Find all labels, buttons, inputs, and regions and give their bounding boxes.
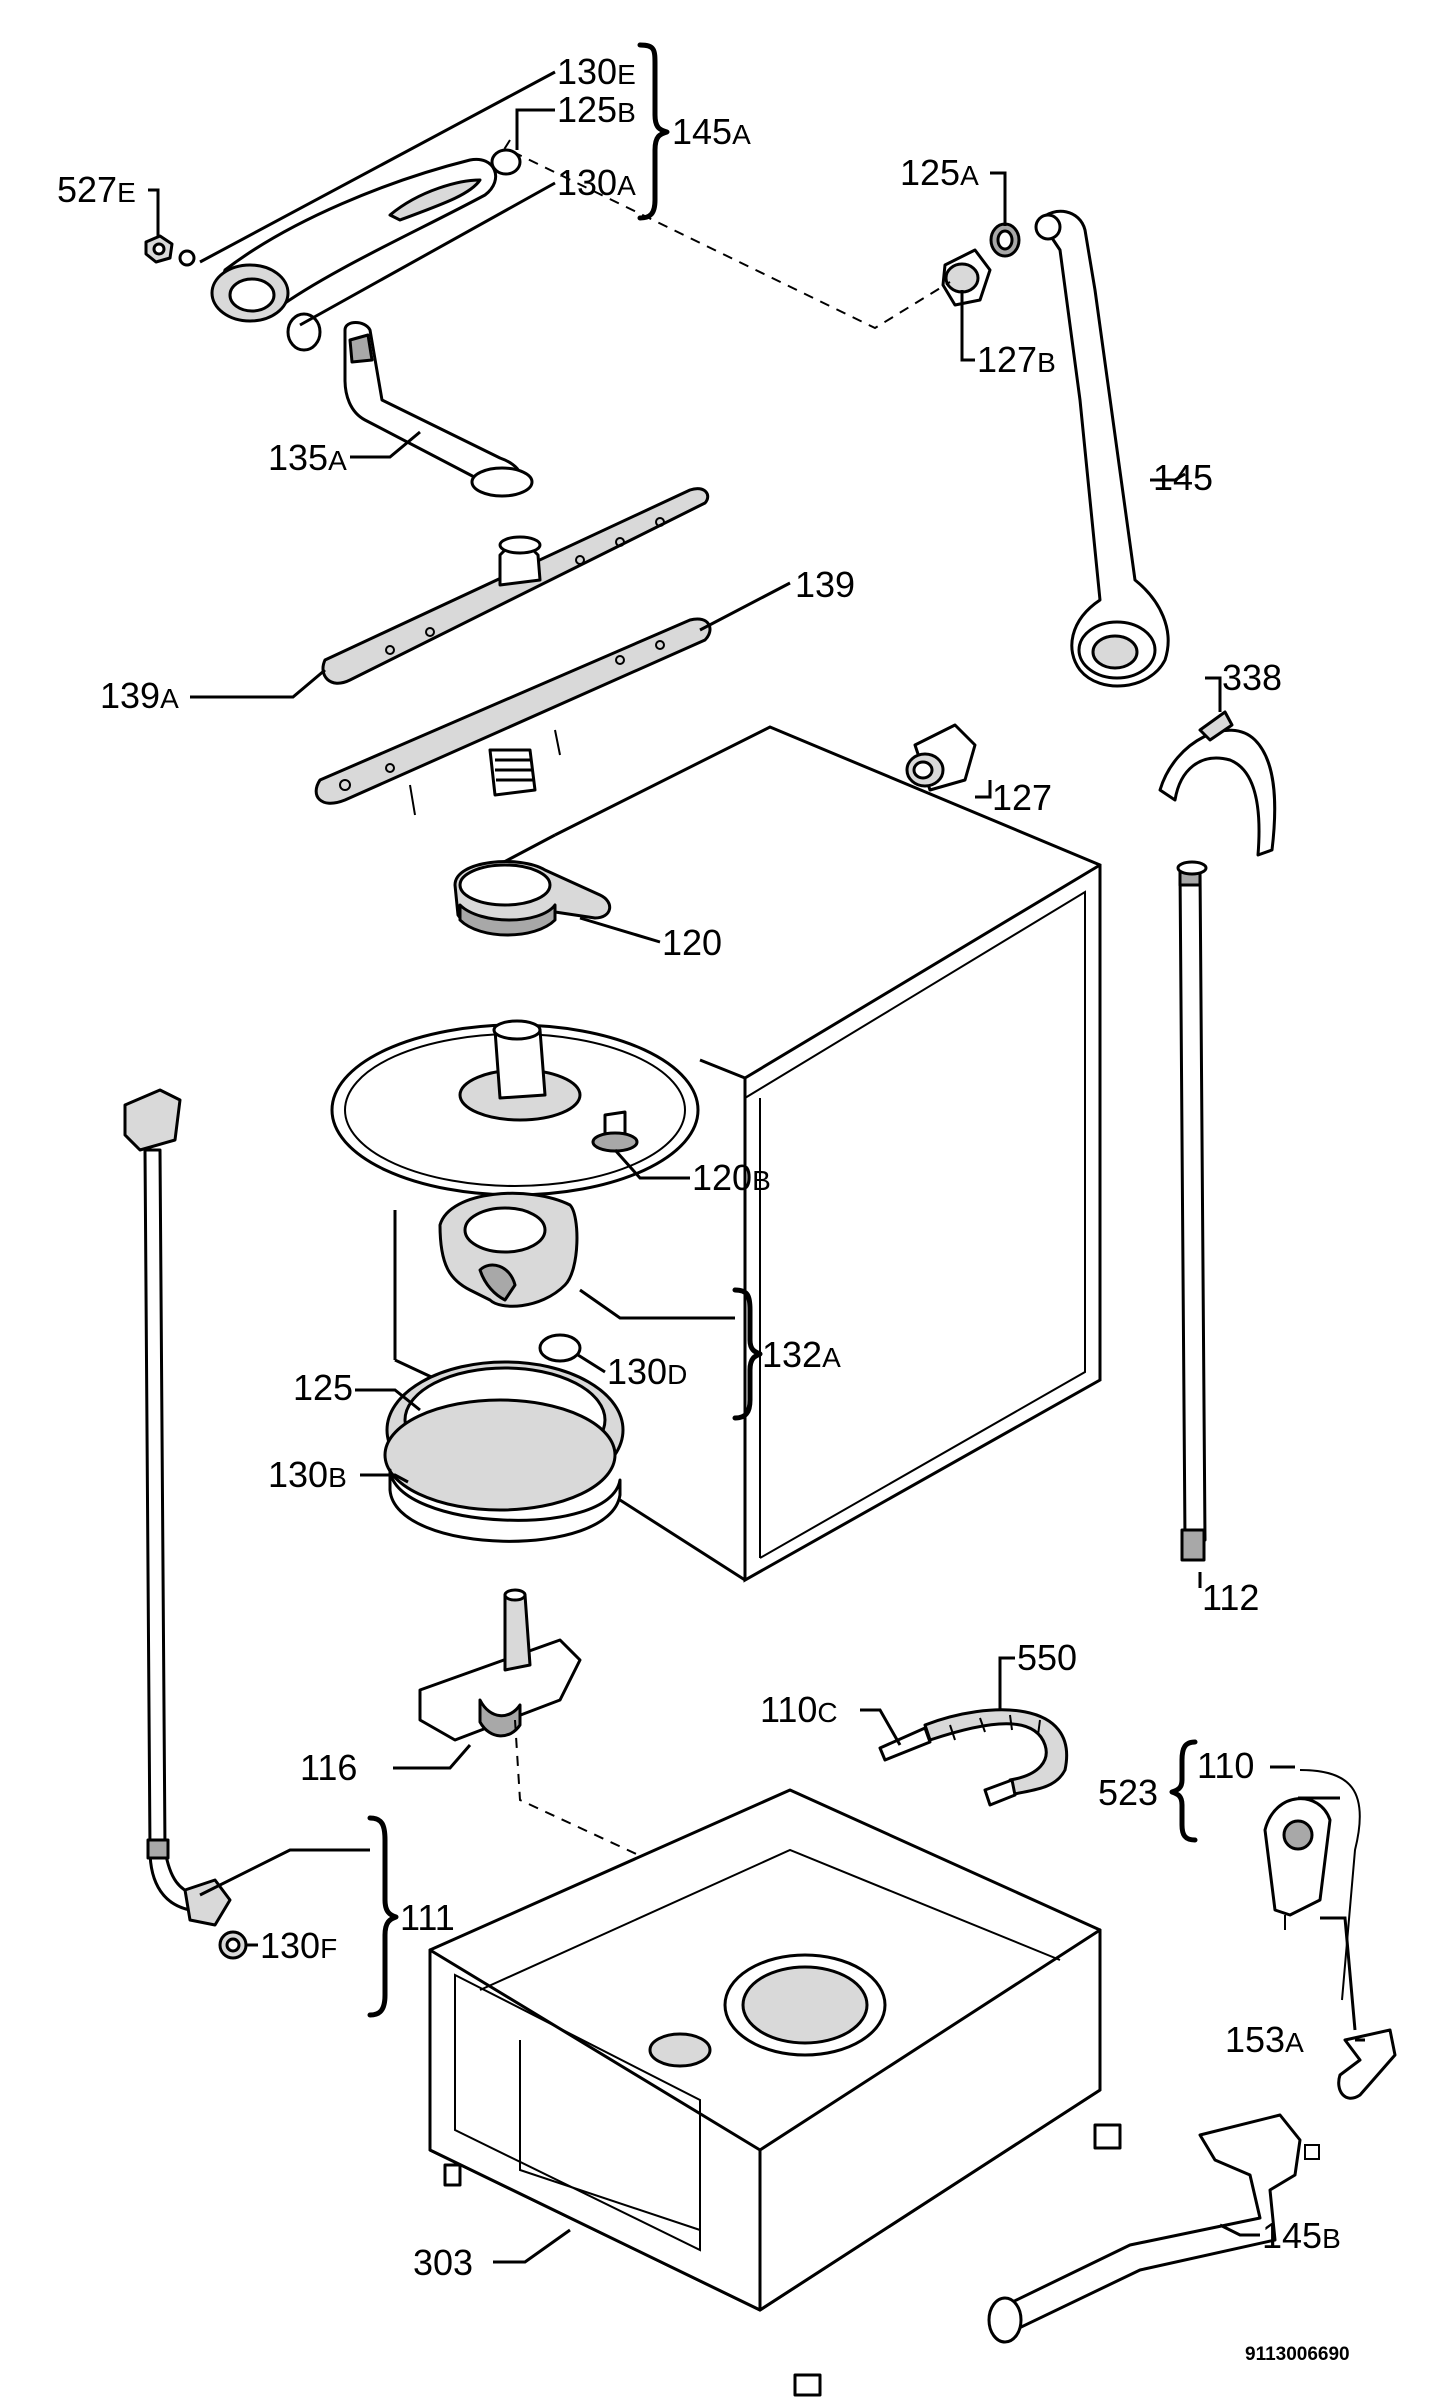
- label-116: 116: [300, 1747, 357, 1788]
- filter-plate-120b: [330, 1019, 700, 1197]
- seal-130b: [388, 1468, 622, 1543]
- tube-153a: [1337, 2028, 1397, 2100]
- filter-120: [453, 860, 611, 937]
- seal-130d: [538, 1333, 582, 1363]
- label-125b: 125B: [557, 89, 636, 130]
- label-125a: 125A: [900, 152, 979, 193]
- base-frame-303: [428, 1788, 1122, 2397]
- label-145a: 145A: [672, 111, 751, 152]
- label-338: 338: [1222, 657, 1282, 698]
- label-127b: 127B: [977, 339, 1056, 380]
- label-145: 145: [1153, 457, 1213, 498]
- clip-338: [1158, 710, 1277, 857]
- label-132a: 132A: [762, 1334, 841, 1375]
- document-number: 9113006690: [1245, 2344, 1350, 2365]
- label-120: 120: [662, 922, 722, 963]
- switch-523: [1263, 1769, 1361, 2001]
- label-125: 125: [293, 1367, 353, 1408]
- label-550: 550: [1017, 1637, 1077, 1678]
- hose-550: [923, 1708, 1069, 1797]
- label-111: 111: [400, 1897, 455, 1938]
- supply-pipe-145: [1034, 209, 1170, 688]
- label-139: 139: [795, 564, 855, 605]
- sensor-110c: [878, 1726, 932, 1762]
- hose-111: [123, 1088, 232, 1927]
- label-127: 127: [992, 777, 1052, 818]
- label-130d: 130D: [607, 1351, 687, 1392]
- label-527e: 527E: [57, 169, 136, 210]
- housing-132a: [438, 1191, 579, 1308]
- label-120b: 120B: [692, 1157, 771, 1198]
- label-130e: 130E: [557, 51, 636, 92]
- bracket-116: [418, 1588, 582, 1742]
- assembly-line-upper: [503, 139, 951, 330]
- hose-112: [1176, 860, 1208, 1562]
- leader-lines: [148, 70, 1365, 2264]
- connector-127b: [941, 248, 992, 307]
- label-110: 110: [1197, 1745, 1254, 1786]
- tube-145b: [987, 2113, 1320, 2344]
- ring-125a: [989, 222, 1021, 258]
- spray-arm-139a: [321, 487, 710, 685]
- label-110c: 110C: [760, 1689, 838, 1730]
- label-130a: 130A: [557, 162, 636, 203]
- group-braces: [367, 42, 1198, 2018]
- upper-spray-arm-145a: [178, 148, 522, 352]
- pipe-135a: [343, 321, 534, 498]
- part-labels: 130E 125B 145A 130A 527E 125A 127B 135A …: [57, 51, 1350, 2365]
- label-130b: 130B: [268, 1454, 347, 1495]
- label-145b: 145B: [1262, 2215, 1341, 2256]
- label-303: 303: [413, 2242, 473, 2283]
- ring-125: [383, 1360, 625, 1512]
- sensor-tip-110c: [983, 1778, 1017, 1807]
- label-139a: 139A: [100, 675, 179, 716]
- label-112: 112: [1202, 1577, 1259, 1618]
- nut-527e: [144, 234, 174, 264]
- spray-arm-139: [314, 617, 712, 816]
- label-523: 523: [1098, 1772, 1158, 1813]
- seal-130f: [218, 1930, 248, 1960]
- label-153a: 153A: [1225, 2019, 1304, 2060]
- label-130f: 130F: [260, 1925, 337, 1966]
- label-135a: 135A: [268, 437, 347, 478]
- connector-127: [905, 723, 977, 792]
